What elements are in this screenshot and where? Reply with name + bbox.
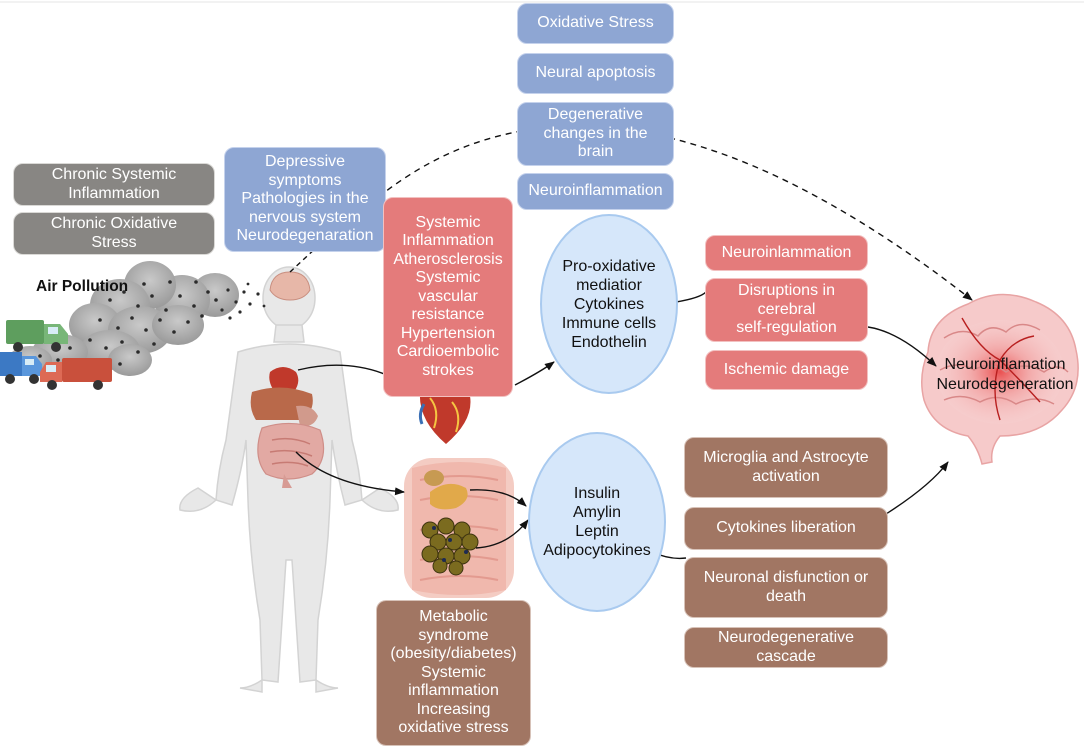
depressive-symptoms-box: Depressive symptoms Pathologies in the n… [224,147,386,252]
brain-label: Neuroinflamation Neurodegeneration [936,356,1074,393]
neuroinlammation-box: Neuroinlammation [705,235,868,271]
brain-icon [921,293,1079,465]
neuronal-disfunction-box: Neuronal disfunction or death [684,557,888,618]
arrow-systemic-to-ellipse [514,361,555,386]
microglia-activation-box: Microglia and Astrocyte activation [684,437,888,498]
insulin-ellipse: Insulin Amylin Leptin Adipocytokines [528,432,666,612]
oxidative-stress-box: Oxidative Stress [517,3,674,44]
arrow-intestine-to-gut [295,451,405,496]
degenerative-changes-box: Degenerative changes in the brain [517,102,674,166]
disruptions-cerebral-box: Disruptions in cerebral self-regulation [705,278,868,342]
intestine-icon [404,458,514,598]
chronic-oxidative-stress-box: Chronic Oxidative Stress [13,212,215,255]
air-pollution-label: Air Pollution [36,278,129,295]
pollution-particles-icon [38,280,266,366]
arrow-gut-to-ellipse-top [469,489,527,507]
metabolic-syndrome-box: Metabolic syndrome (obesity/diabetes) Sy… [376,600,531,746]
torso-organs-icon [250,367,325,488]
arrow-gut-to-ellipse-bottom [475,519,529,549]
systemic-inflammation-box: Systemic Inflammation Atherosclerosis Sy… [383,197,513,397]
ischemic-damage-box: Ischemic damage [705,350,868,390]
arrow-brown-to-brain [885,461,949,515]
neurodegenerative-cascade-box: Neurodegenerative cascade [684,627,888,668]
truck-icon [40,358,112,390]
connector-ellipse-to-red [675,291,707,303]
head-brain-icon [269,271,311,301]
neuroinflammation-top-box: Neuroinflammation [517,173,674,210]
truck-icon [6,320,68,352]
chronic-systemic-inflammation-box: Chronic Systemic Inflammation [13,163,215,206]
cytokines-liberation-box: Cytokines liberation [684,507,888,550]
arrow-red-to-brain [867,326,937,367]
truck-icon [0,352,42,384]
neural-apoptosis-box: Neural apoptosis [517,53,674,94]
pro-oxidative-ellipse: Pro-oxidative mediatior Cytokines Immune… [540,214,678,394]
dashed-arc [369,125,973,301]
